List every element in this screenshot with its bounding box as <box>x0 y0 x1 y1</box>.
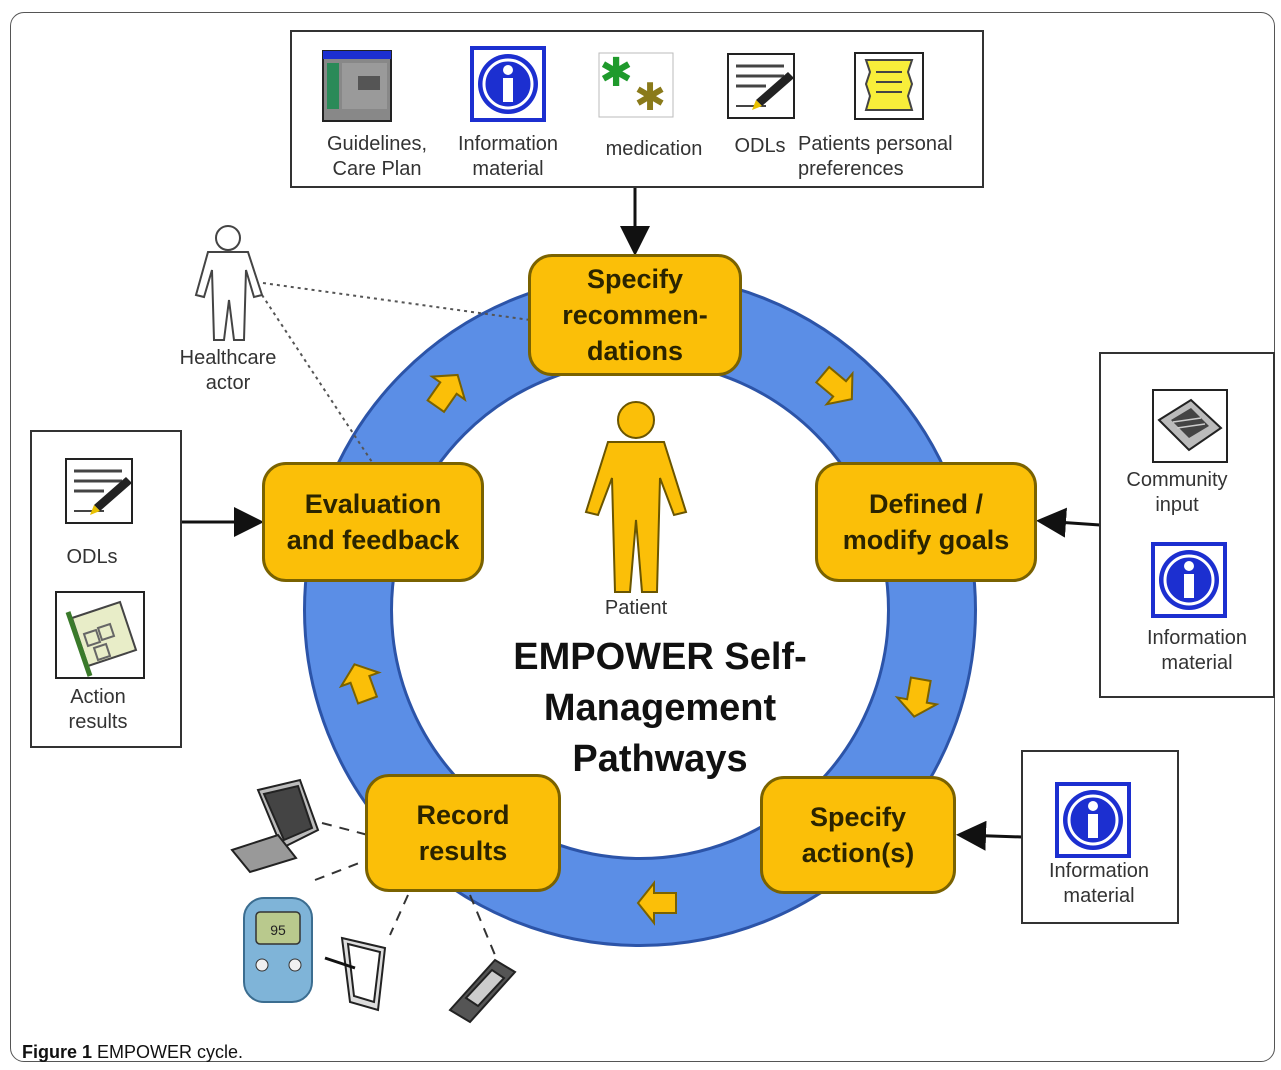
top-label-medication: medication <box>605 138 703 160</box>
ring-arrow-top-left <box>426 373 467 414</box>
information-icon <box>1055 782 1131 858</box>
glucose-meter-icon: 95 <box>243 897 313 1003</box>
information-icon <box>1151 542 1227 618</box>
svg-text:✱: ✱ <box>634 75 666 118</box>
ring-arrow-top-right <box>814 365 854 406</box>
top-label-information: Information material <box>457 133 559 180</box>
right-top-inputs-box: Community input Information material <box>1099 352 1275 698</box>
guidelines-window-icon <box>322 50 392 122</box>
tablet-icon <box>324 936 387 1012</box>
information-icon <box>470 46 546 122</box>
glucose-reading: 95 <box>270 922 286 938</box>
right-label-information-1: Information material <box>1146 627 1248 674</box>
arrow-right-top-input <box>1036 507 1101 538</box>
ring-arrow-right <box>894 676 940 718</box>
stage-evaluation-feedback: Evaluation and feedback <box>262 462 484 582</box>
odl-document-icon <box>727 53 795 119</box>
ring-arrow-left <box>338 663 382 705</box>
left-label-action-results: Action results <box>68 686 128 733</box>
patient-icon <box>584 401 688 593</box>
left-label-odls: ODLs <box>66 546 118 568</box>
ring-arrow-bottom <box>636 880 677 926</box>
stage-specify-recommendations: Specify recommen- dations <box>528 254 742 376</box>
right-bottom-inputs-box: Information material <box>1021 750 1179 924</box>
right-label-community-input: Community input <box>1126 469 1228 516</box>
computer-icon <box>230 778 320 874</box>
stage-record-results: Record results <box>365 774 561 892</box>
stage-defined-modify-goals: Defined / modify goals <box>815 462 1037 582</box>
right-label-information-2: Information material <box>1048 860 1150 907</box>
mobile-phone-icon <box>448 958 517 1024</box>
center-title: EMPOWER Self- Management Pathways <box>513 636 807 780</box>
svg-text:✱: ✱ <box>599 52 633 96</box>
odl-document-icon <box>65 458 133 524</box>
stage-specify-actions: Specify action(s) <box>760 776 956 894</box>
scroll-note-icon <box>854 52 924 120</box>
community-keyboard-icon <box>1152 389 1228 463</box>
patient-label: Patient <box>604 597 668 619</box>
top-label-preferences: Patients personal preferences <box>798 133 953 180</box>
top-inputs-box: ✱ ✱ Guidelines, Care Plan Information ma… <box>290 30 984 188</box>
left-inputs-box: ODLs Action results <box>30 430 182 748</box>
caption-text: EMPOWER cycle. <box>92 1042 244 1062</box>
healthcare-actor-icon <box>194 225 264 341</box>
action-results-chart-icon <box>55 591 145 679</box>
top-label-odls: ODLs <box>734 135 786 157</box>
top-label-guidelines: Guidelines, Care Plan <box>326 133 428 180</box>
medication-icon: ✱ ✱ <box>598 52 674 118</box>
figure-caption: Figure 1 EMPOWER cycle. <box>22 1042 243 1063</box>
arrow-right-bottom-input <box>956 820 1023 851</box>
caption-prefix: Figure 1 <box>22 1042 93 1062</box>
healthcare-actor-label: Healthcare actor <box>179 347 277 394</box>
